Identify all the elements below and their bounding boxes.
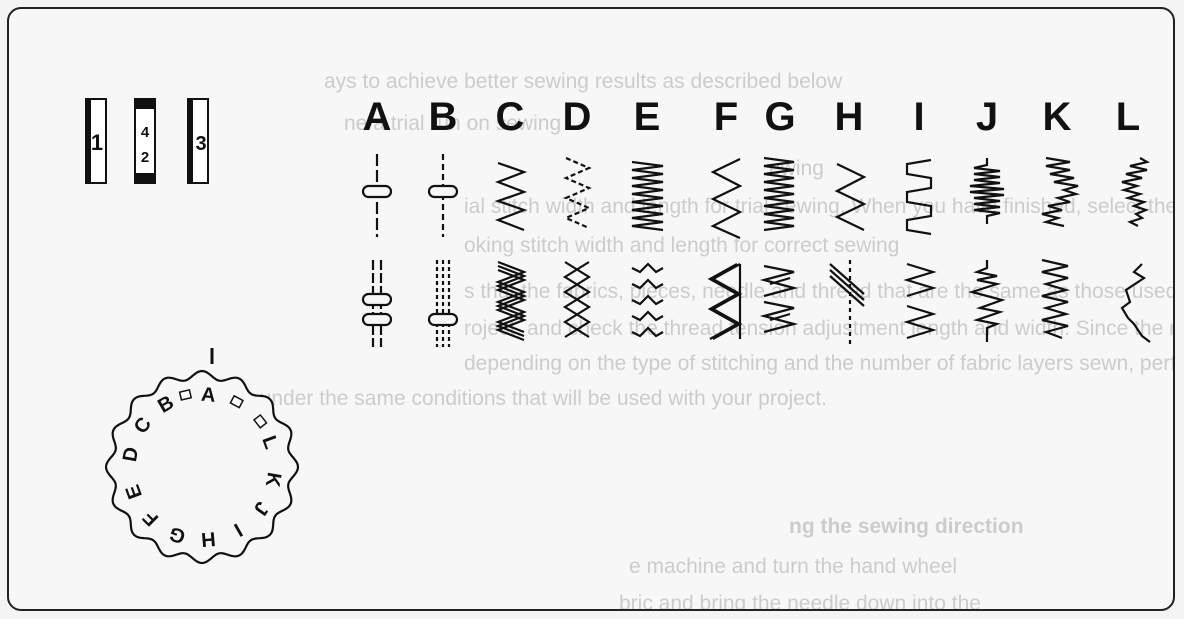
stitch-letter-b: B — [429, 95, 458, 139]
stitch-i-regular — [907, 160, 931, 234]
stitch-diagram: 1 4 2 3 A B C D E F G H I J K L — [9, 9, 1175, 611]
stitch-h-triple — [830, 260, 864, 347]
stitch-letter-e: E — [634, 95, 661, 139]
stitch-j-regular — [970, 158, 1004, 224]
slot-2-label-top: 4 — [141, 124, 150, 141]
slot-1-label: 1 — [91, 130, 103, 155]
stitch-letter-d: D — [563, 95, 592, 139]
dial-letter-h: H — [200, 527, 216, 550]
stitch-b-regular — [429, 154, 457, 237]
dial-marker-icon — [180, 390, 192, 400]
needle-slot-3: 3 — [188, 99, 208, 183]
stitch-c-triple — [498, 262, 524, 340]
stitch-b-triple — [429, 260, 457, 347]
slot-2-label-bottom: 2 — [141, 149, 149, 166]
stitch-letter-i: I — [913, 95, 924, 139]
stitch-l-regular — [1122, 158, 1147, 226]
stitch-e-triple — [632, 264, 663, 336]
stitch-letter-g: G — [764, 95, 795, 139]
stitch-i-triple — [907, 264, 933, 338]
needle-slot-2: 4 2 — [135, 99, 155, 183]
slot-3-label: 3 — [195, 133, 206, 155]
stitch-h-regular — [837, 164, 864, 230]
stitch-letter-c: C — [496, 95, 525, 139]
needle-slot-1: 1 — [86, 99, 106, 183]
stitch-e-regular — [632, 162, 663, 230]
stitch-k-regular — [1042, 158, 1078, 226]
stitch-letter-f: F — [714, 95, 738, 139]
dial-letter-a: A — [200, 384, 216, 407]
stitch-d-triple — [565, 262, 589, 337]
stitch-letter-h: H — [835, 95, 864, 139]
stitch-f-triple — [710, 264, 740, 339]
stitch-letter-j: J — [976, 95, 998, 139]
stitch-l-triple — [1122, 264, 1150, 342]
stitch-a-triple — [363, 260, 391, 347]
stitch-letter-k: K — [1043, 95, 1072, 139]
stitch-chart-panel: ays to achieve better sewing results as … — [7, 7, 1175, 611]
stitch-g-regular — [764, 158, 794, 230]
stitch-k-triple — [1042, 260, 1068, 338]
stitch-d-regular — [566, 158, 589, 228]
stitch-letter-row: A B C D E F G H I J K L — [363, 95, 1141, 139]
stitch-c-regular — [498, 163, 524, 230]
stitch-g-triple — [764, 266, 794, 332]
stitch-letter-l: L — [1116, 95, 1140, 139]
stitch-j-triple — [972, 260, 1002, 342]
stitch-f-regular — [713, 159, 740, 238]
stitch-a-regular — [363, 154, 391, 237]
stitch-letter-a: A — [363, 95, 392, 139]
